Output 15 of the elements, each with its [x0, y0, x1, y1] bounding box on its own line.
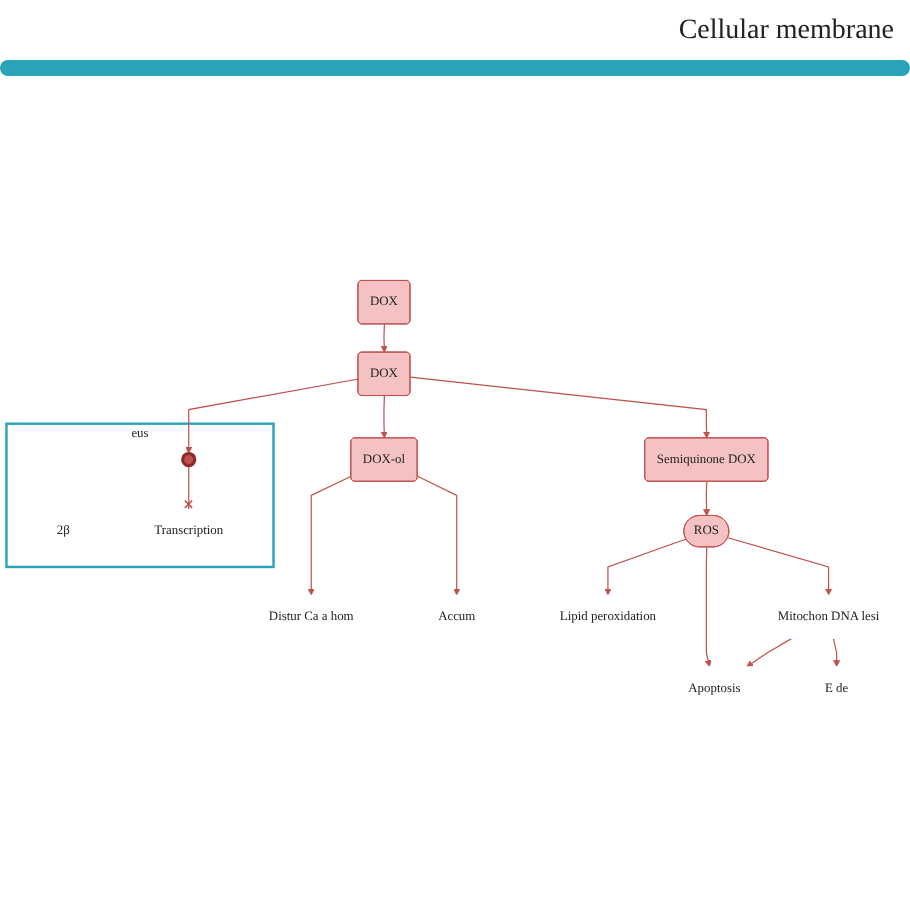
arrow — [604, 539, 687, 597]
connector — [184, 465, 193, 511]
arrow — [704, 547, 712, 668]
arrow — [703, 481, 711, 517]
arrow — [380, 396, 388, 440]
arrow — [409, 377, 711, 440]
membrane-label: Cellular membrane — [678, 16, 894, 46]
arrow — [746, 638, 793, 668]
arrow — [416, 476, 461, 597]
arrow — [727, 537, 833, 597]
node-circle — [181, 452, 197, 468]
arrow — [380, 324, 388, 354]
arrow — [185, 379, 359, 455]
arrow — [307, 476, 352, 597]
arrow — [832, 638, 841, 668]
